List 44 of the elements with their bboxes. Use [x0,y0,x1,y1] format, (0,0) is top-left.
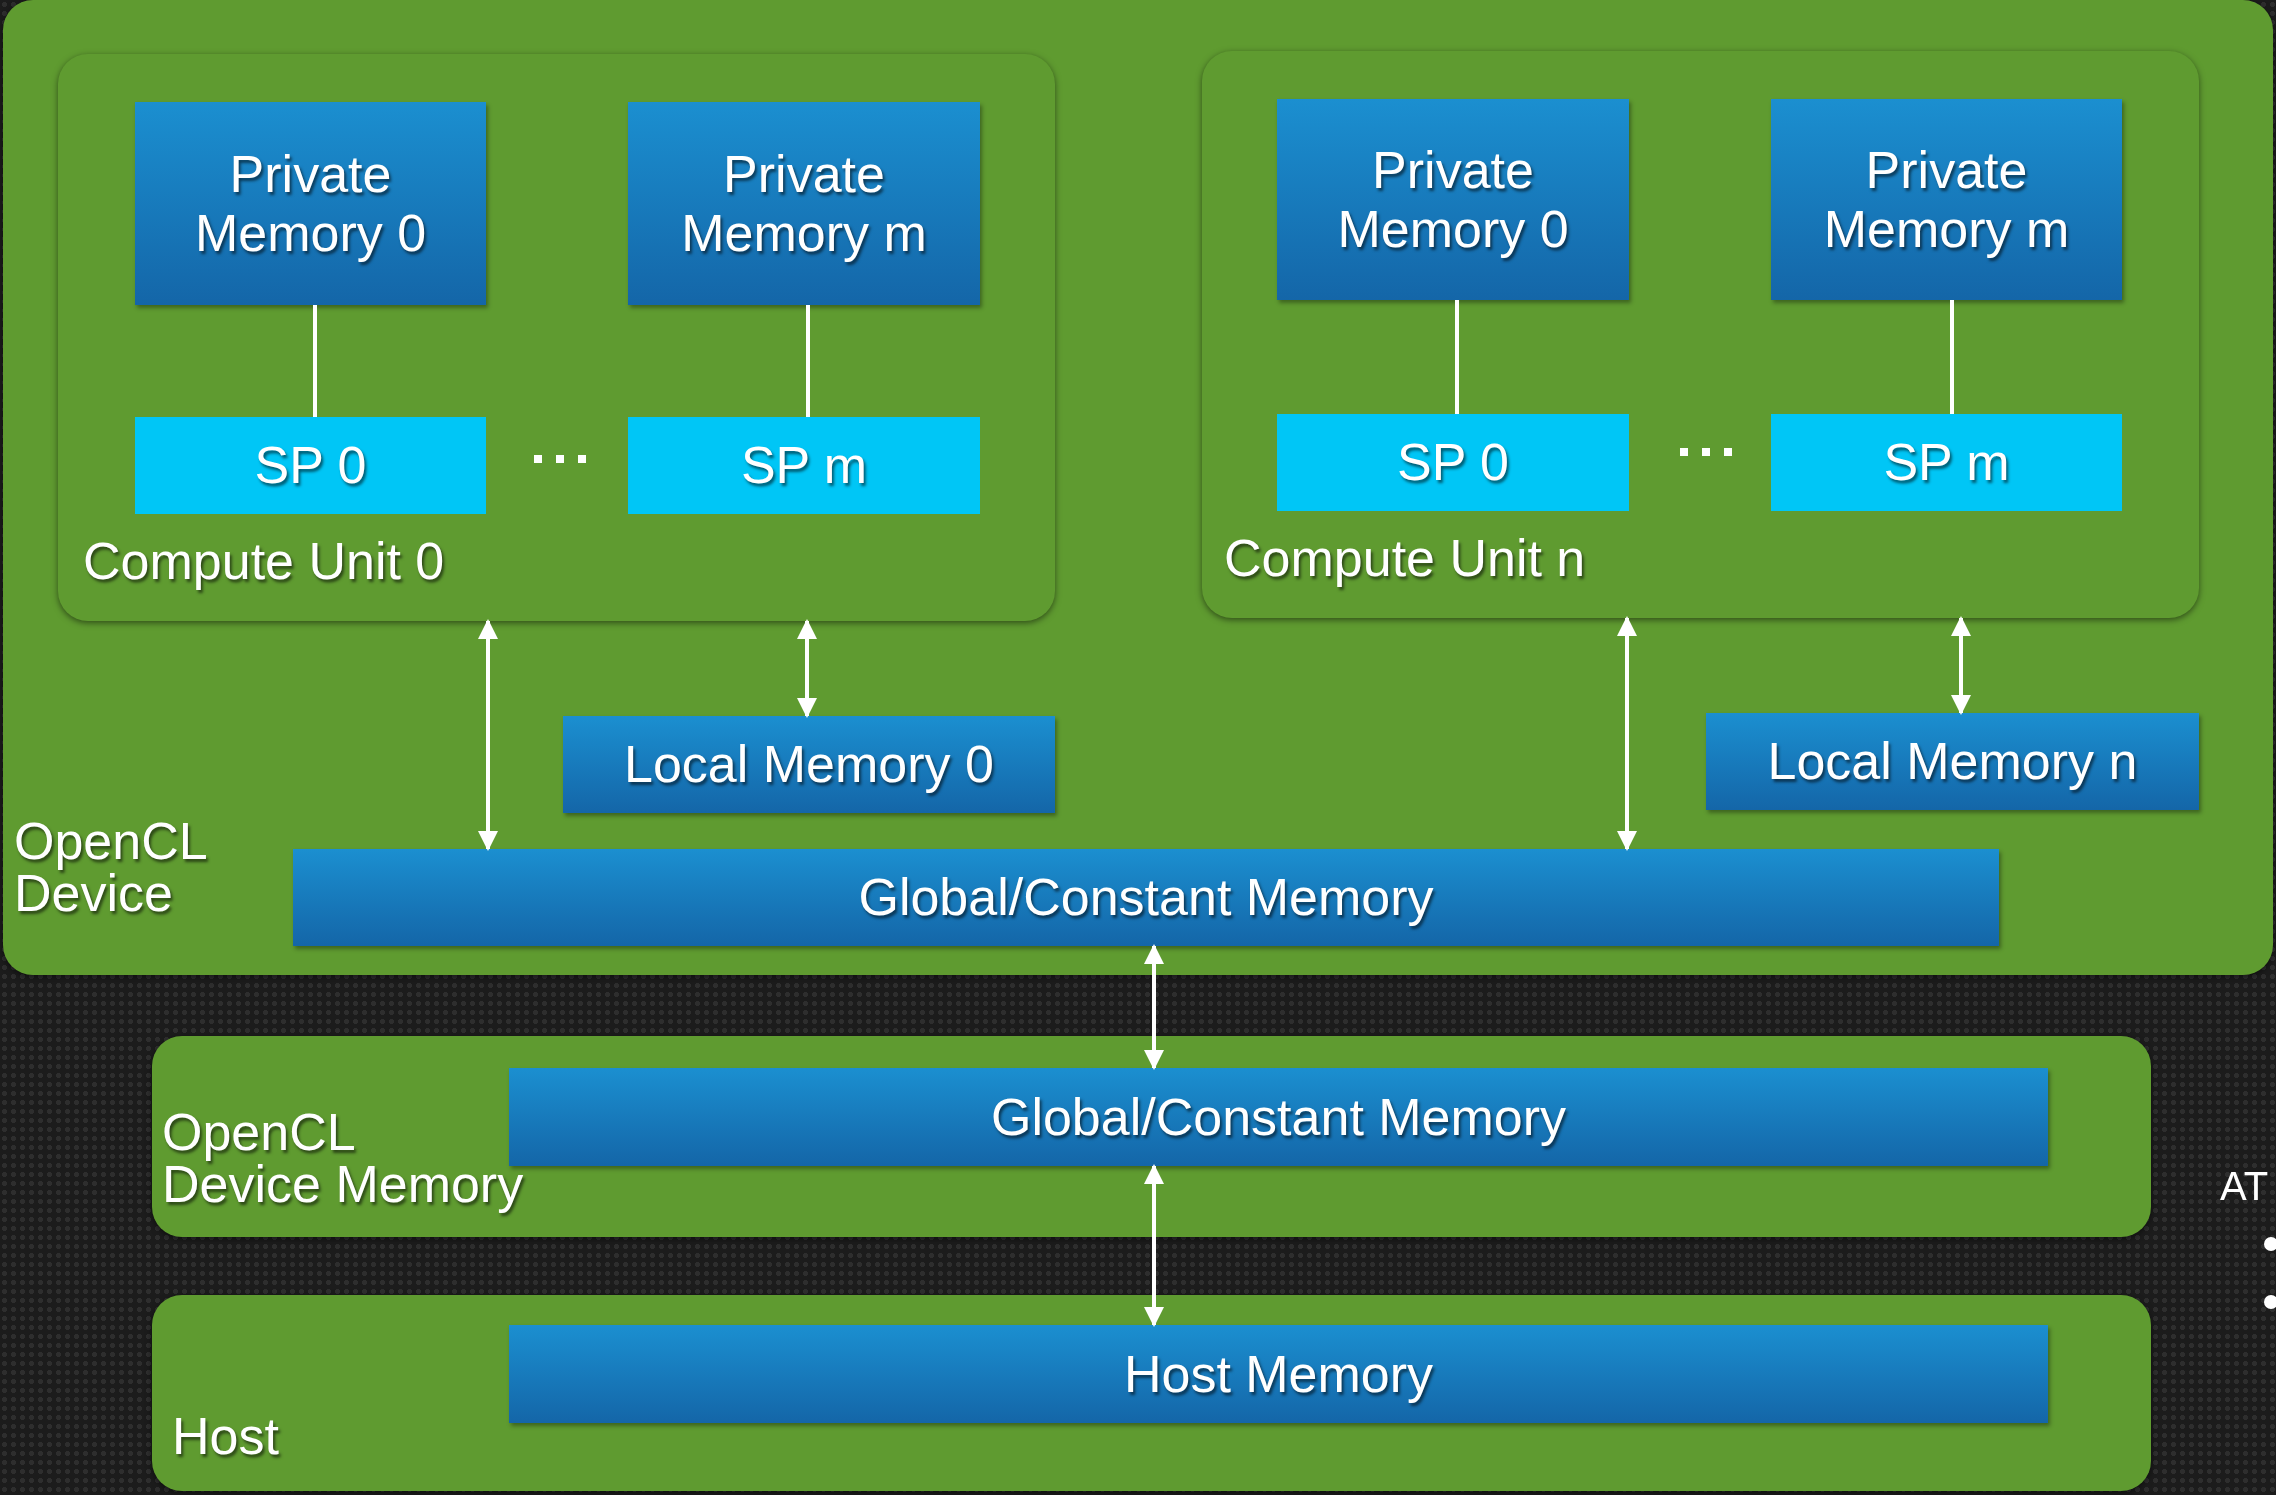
block-label: Local Memory n [1766,732,2139,791]
processor-block [628,417,980,514]
memory-block [563,716,1055,813]
block-label: Global/Constant Memory [989,1087,1568,1147]
processor-block [1277,414,1629,511]
block-label: Host Memory [1122,1344,1435,1404]
arrow [478,619,498,851]
connector-line [313,305,317,417]
block-label: Private Memory 0 [1336,141,1570,258]
block-label: Global/Constant Memory [857,868,1435,927]
memory-block [135,102,486,305]
block-label: SP m [739,436,869,495]
block-label: SP 0 [253,436,368,495]
memory-block [1771,99,2122,300]
processor-block [1771,414,2122,511]
arrow [1617,616,1637,851]
memory-block [1706,713,2199,810]
block-label: Private Memory m [1822,141,2071,258]
memory-block [628,102,980,305]
block-label: Private Memory 0 [193,145,428,262]
note-text: AT [2220,1164,2269,1209]
memory-block [509,1068,2048,1166]
arrow [1951,616,1971,715]
block-label: SP m [1882,433,2011,492]
device-memory-panel [152,1036,2151,1237]
connector-line [1950,300,1954,414]
arrow [797,619,817,718]
block-label: Local Memory 0 [623,735,995,794]
memory-block [293,849,1999,946]
connector-line [1455,300,1459,414]
arrow [1144,1164,1164,1327]
arrow [1144,944,1164,1070]
compute-unit-panel [1202,51,2199,618]
device-panel [3,0,2273,975]
block-label: Private Memory m [680,145,928,262]
memory-block [509,1325,2048,1423]
processor-block [135,417,486,514]
block-label: SP 0 [1396,433,1510,492]
group-label: Host [172,1410,280,1462]
compute-unit-panel [58,54,1055,621]
memory-block [1277,99,1629,300]
group-label: OpenCL Device [14,815,207,919]
host-panel [152,1295,2151,1491]
connector-line [806,305,810,417]
